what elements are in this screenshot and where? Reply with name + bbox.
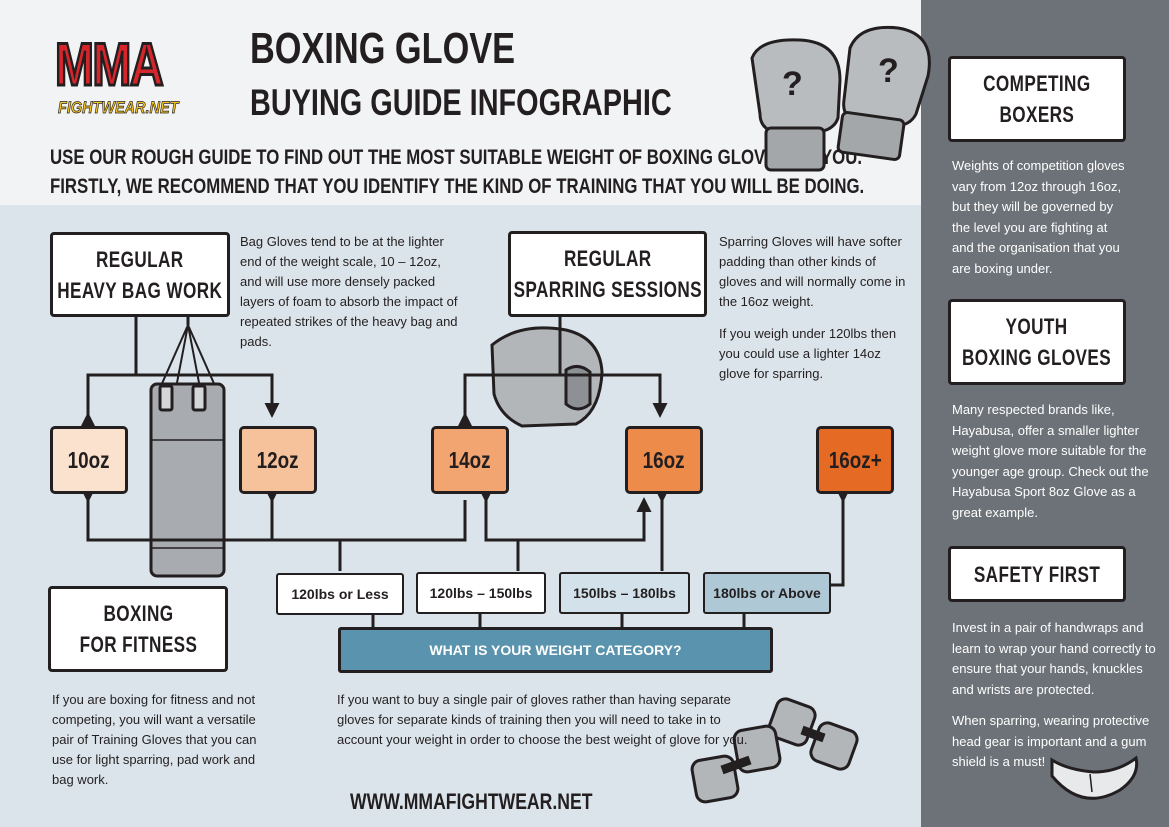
safety-text-1: Invest in a pair of handwraps and learn …	[952, 620, 1156, 697]
range-label: 120lbs or Less	[291, 586, 389, 602]
competing-title-1: COMPETING	[983, 71, 1091, 96]
range-box: 180lbs or Above	[703, 572, 831, 614]
range-box: 120lbs or Less	[276, 573, 404, 615]
youth-title-1: YOUTH	[1005, 314, 1069, 339]
heavy-bag-text: Bag Gloves tend to be at the lighter end…	[240, 234, 458, 349]
glove-question-mark: ?	[782, 65, 803, 103]
weight-label: 12oz	[257, 446, 299, 473]
range-label: 180lbs or Above	[713, 585, 821, 601]
competing-box: COMPETING BOXERS	[948, 56, 1126, 142]
weight-text: If you want to buy a single pair of glov…	[337, 692, 748, 747]
fitness-text: If you are boxing for fitness and not co…	[52, 692, 257, 787]
headgear-icon	[490, 326, 604, 428]
sparring-box: REGULAR SPARRING SESSIONS	[508, 231, 707, 317]
competing-text: Weights of competition gloves vary from …	[952, 158, 1125, 276]
weight-label: 14oz	[449, 446, 491, 473]
weight-question-label: WHAT IS YOUR WEIGHT CATEGORY?	[429, 642, 682, 658]
logo-mma: MMA	[54, 30, 165, 100]
weight-question-bar: WHAT IS YOUR WEIGHT CATEGORY?	[338, 627, 773, 673]
gum-shield-icon	[1050, 755, 1139, 800]
safety-text-2: When sparring, wearing protective head g…	[952, 713, 1150, 769]
fitness-title-1: BOXING	[102, 601, 174, 626]
page-title: BOXING GLOVE	[250, 24, 516, 73]
safety-box: SAFETY FIRST	[948, 546, 1126, 602]
logo-sub: FIGHTWEAR.NET	[58, 98, 179, 118]
fitness-title-2: FOR FITNESS	[79, 632, 197, 657]
heavy-bag-box: REGULAR HEAVY BAG WORK	[50, 232, 230, 317]
weight-label: 10oz	[68, 446, 110, 473]
weight-box-14oz: 14oz	[431, 426, 509, 494]
sparring-title-1: REGULAR	[563, 246, 652, 271]
sparring-text-2: If you weigh under 120lbs then you could…	[719, 326, 897, 381]
weight-box-16oz: 16oz	[625, 426, 703, 494]
weight-box-10oz: 10oz	[50, 426, 128, 494]
range-box: 150lbs – 180lbs	[559, 572, 690, 614]
heavy-bag-icon	[149, 312, 226, 578]
competing-title-2: BOXERS	[999, 102, 1075, 127]
youth-title-2: BOXING GLOVES	[962, 345, 1112, 370]
safety-title: SAFETY FIRST	[973, 561, 1101, 587]
website-url: WWW.MMAFIGHTWEAR.NET	[350, 789, 593, 814]
youth-box: YOUTH BOXING GLOVES	[948, 299, 1126, 385]
range-box: 120lbs – 150lbs	[416, 572, 546, 614]
range-label: 150lbs – 180lbs	[573, 585, 676, 601]
range-label: 120lbs – 150lbs	[429, 585, 533, 601]
boxing-gloves-icon: ? ?	[750, 25, 931, 172]
page-subtitle: BUYING GUIDE INFOGRAPHIC	[250, 82, 672, 123]
weight-box-12oz: 12oz	[239, 426, 317, 494]
youth-text: Many respected brands like, Hayabusa, of…	[952, 402, 1149, 520]
intro-line-2: FIRSTLY, WE RECOMMEND THAT YOU IDENTIFY …	[50, 175, 865, 198]
sparring-text-1: Sparring Gloves will have softer padding…	[719, 234, 906, 309]
heavy-bag-title-1: REGULAR	[96, 246, 184, 272]
fitness-box: BOXING FOR FITNESS	[48, 586, 228, 672]
weight-label: 16oz+	[828, 446, 882, 473]
heavy-bag-title-2: HEAVY BAG WORK	[57, 277, 223, 303]
dumbbell-icon	[690, 697, 859, 804]
intro-line-1: USE OUR ROUGH GUIDE TO FIND OUT THE MOST…	[50, 146, 863, 169]
sparring-title-2: SPARRING SESSIONS	[513, 277, 702, 302]
glove-question-mark: ?	[878, 52, 899, 90]
weight-label: 16oz	[643, 446, 685, 473]
weight-box-16oz-plus: 16oz+	[816, 426, 894, 494]
